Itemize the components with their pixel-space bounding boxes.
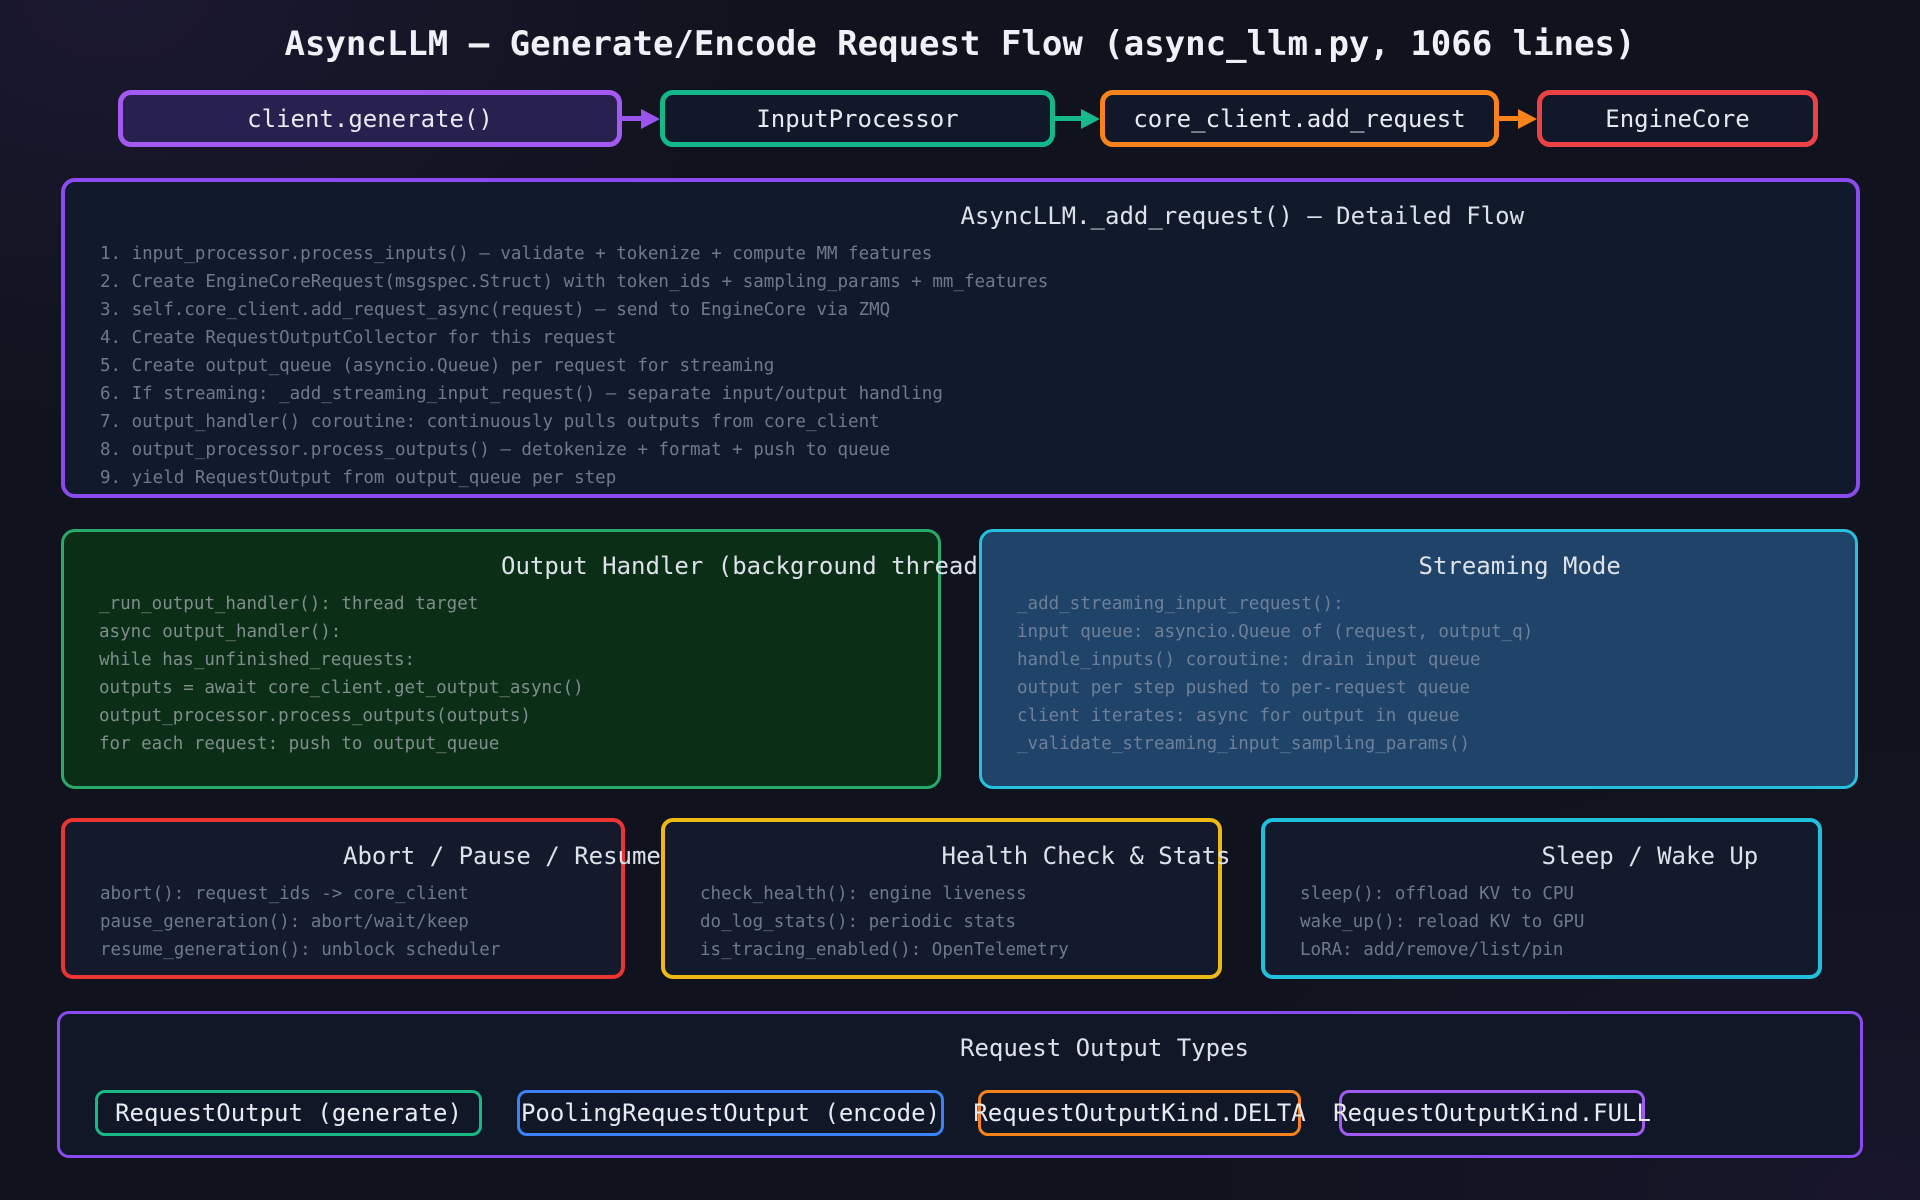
flow-node-core-client-add-request: core_client.add_request [1100,90,1499,147]
panel-title: Abort / Pause / Resume [343,842,661,870]
flow-node-input-processor: InputProcessor [660,90,1055,147]
panel-lines: 1. input_processor.process_inputs() — va… [100,240,1048,492]
panel-title: AsyncLLM._add_request() — Detailed Flow [960,202,1525,230]
panel-lines: _add_streaming_input_request(): input qu… [1017,590,1533,758]
flow-node-core-client-add-request-label: core_client.add_request [1133,104,1466,133]
health-line: check_health(): engine liveness [700,884,1027,904]
panel-title: Request Output Types [960,1034,1249,1062]
streaming-line: _validate_streaming_input_sampling_param… [1017,734,1471,754]
streaming-line: output per step pushed to per-request qu… [1017,678,1471,698]
output-type-request-output-generate: RequestOutput (generate) [95,1090,482,1136]
output-type-request-output-kind-delta: RequestOutputKind.DELTA [973,1090,1306,1136]
detail-line: 1. input_processor.process_inputs() — va… [100,244,933,264]
output-type-label: RequestOutputKind.FULL [1333,1099,1651,1127]
detail-line: 4. Create RequestOutputCollector for thi… [100,328,617,348]
output-handler-line: output_processor.process_outputs(outputs… [99,706,531,726]
sleep-line: LoRA: add/remove/list/pin [1300,940,1564,960]
panel-lines: _run_output_handler(): thread target asy… [99,590,584,758]
detail-line: 3. self.core_client.add_request_async(re… [100,300,891,320]
flow-arrow-green [1053,99,1100,139]
detail-line: 6. If streaming: _add_streaming_input_re… [100,384,943,404]
detail-line: 8. output_processor.process_outputs() — … [100,440,891,460]
streaming-line: _add_streaming_input_request(): [1017,594,1344,614]
panel-title: Output Handler (background thread) [501,552,993,580]
panel-output-handler: Output Handler (background thread) _run_… [61,529,992,789]
panel-abort-pause-resume: Abort / Pause / Resume abort(): request_… [61,818,661,979]
output-handler-line: for each request: push to output_queue [99,734,500,754]
output-type-pooling-request-output-encode: PoolingRequestOutput (encode) [517,1090,944,1136]
arrow-head-icon [641,109,660,129]
arrow-head-icon [1518,109,1537,129]
sleep-line: wake_up(): reload KV to GPU [1300,912,1585,932]
output-handler-line: _run_output_handler(): thread target [99,594,479,614]
flow-node-engine-core-label: EngineCore [1605,104,1750,133]
abort-line: resume_generation(): unblock scheduler [100,940,501,960]
flow-arrow-orange [1497,99,1537,139]
arrow-shaft [620,116,642,121]
output-type-label: PoolingRequestOutput (encode) [520,1099,941,1127]
panel-title: Sleep / Wake Up [1541,842,1759,870]
detail-line: 2. Create EngineCoreRequest(msgspec.Stru… [100,272,1049,292]
panel-lines: sleep(): offload KV to CPU wake_up(): re… [1300,880,1584,964]
panel-sleep-wake-up: Sleep / Wake Up sleep(): offload KV to C… [1261,818,1822,979]
arrow-head-icon [1081,109,1100,129]
panel-streaming-mode: Streaming Mode _add_streaming_input_requ… [979,529,1858,789]
flow-node-client-generate-label: client.generate() [247,104,493,133]
page-title: AsyncLLM — Generate/Encode Request Flow … [284,24,1636,64]
output-type-request-output-kind-full: RequestOutputKind.FULL [1333,1090,1651,1136]
abort-line: abort(): request_ids -> core_client [100,884,469,904]
output-type-label: RequestOutput (generate) [115,1099,462,1127]
output-handler-line: outputs = await core_client.get_output_a… [99,678,584,698]
output-type-label: RequestOutputKind.DELTA [973,1099,1306,1127]
output-handler-line: async output_handler(): [99,622,342,642]
health-line: do_log_stats(): periodic stats [700,912,1017,932]
flow-node-engine-core: EngineCore [1537,90,1818,147]
abort-line: pause_generation(): abort/wait/keep [100,912,469,932]
panel-lines: abort(): request_ids -> core_client paus… [100,880,500,964]
streaming-line: handle_inputs() coroutine: drain input q… [1017,650,1481,670]
arrow-shaft [1053,116,1082,121]
panel-lines: check_health(): engine liveness do_log_s… [700,880,1069,964]
flow-node-input-processor-label: InputProcessor [756,104,959,133]
sleep-line: sleep(): offload KV to CPU [1300,884,1574,904]
panel-health-check-stats: Health Check & Stats check_health(): eng… [661,818,1230,979]
panel-request-output-types: Request Output Types RequestOutput (gene… [57,1011,1863,1158]
detail-line: 7. output_handler() coroutine: continuou… [100,412,880,432]
panel-add-request-detailed-flow: AsyncLLM._add_request() — Detailed Flow … [61,178,1860,498]
output-handler-line: while has_unfinished_requests: [99,650,416,670]
flow-arrow-purple [620,99,660,139]
detail-line: 9. yield RequestOutput from output_queue… [100,468,617,488]
panel-title: Streaming Mode [1418,552,1621,580]
panel-title: Health Check & Stats [941,842,1231,870]
streaming-line: client iterates: async for output in que… [1017,706,1460,726]
streaming-line: input queue: asyncio.Queue of (request, … [1017,622,1534,642]
health-line: is_tracing_enabled(): OpenTelemetry [700,940,1069,960]
arrow-shaft [1497,116,1519,121]
detail-line: 5. Create output_queue (asyncio.Queue) p… [100,356,775,376]
flow-node-client-generate: client.generate() [118,90,622,147]
